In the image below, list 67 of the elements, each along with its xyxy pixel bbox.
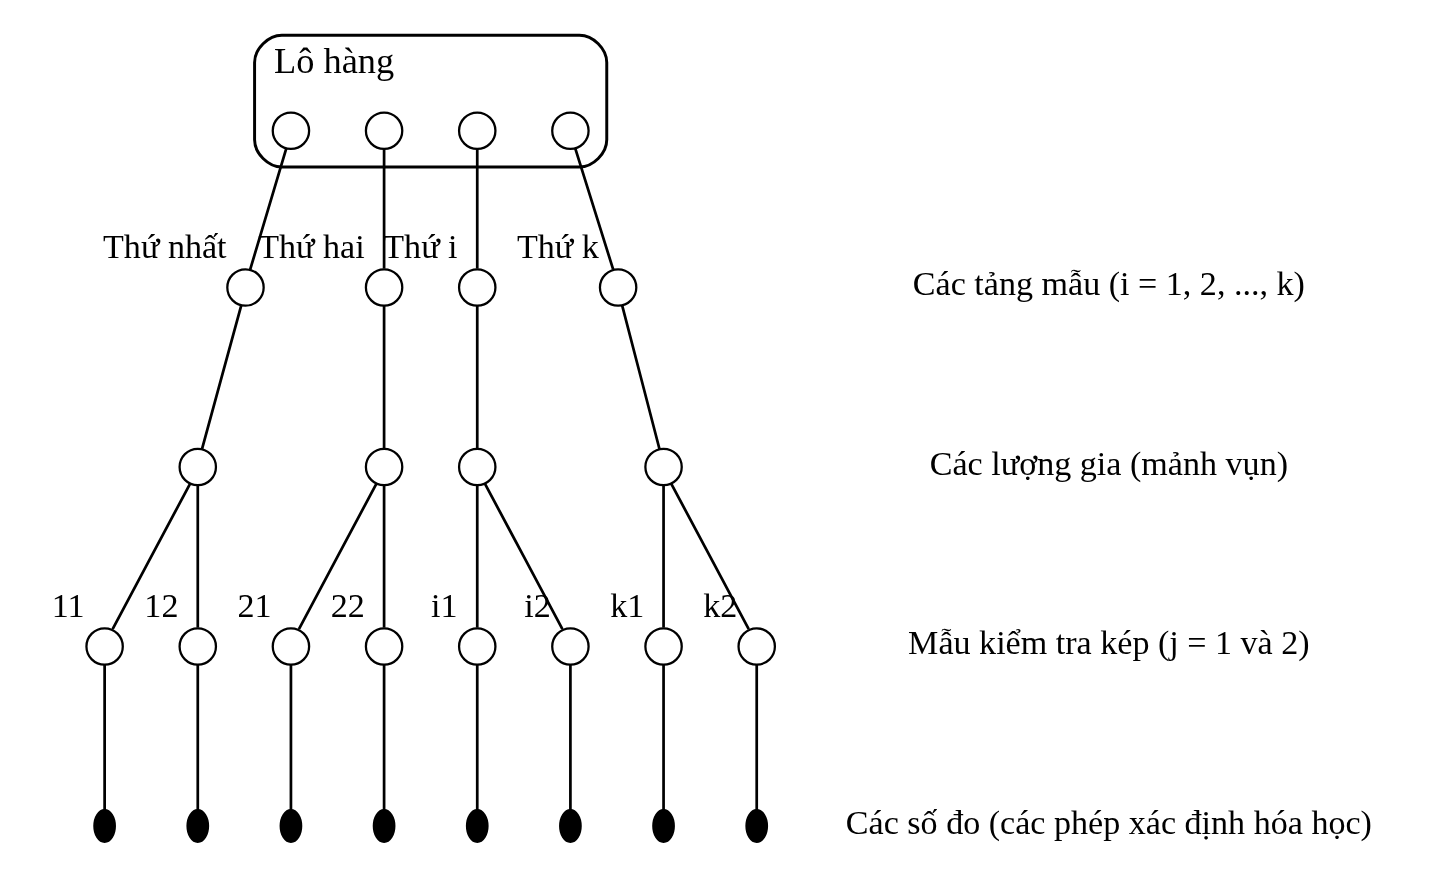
node-circle — [271, 111, 311, 151]
node-circle — [85, 627, 124, 666]
node-circle — [644, 627, 683, 666]
node-circle — [226, 268, 265, 307]
connector — [670, 482, 750, 630]
node-label: Thứ hai — [258, 227, 365, 265]
label: Mẫu kiểm tra kép (j = 1 và 2) — [908, 624, 1310, 662]
connector — [382, 305, 386, 449]
node-circle — [457, 111, 497, 151]
node-circle — [457, 447, 497, 487]
node-dot — [93, 808, 116, 844]
node-circle — [644, 447, 683, 487]
node-dot — [279, 808, 303, 844]
node-circle — [178, 627, 218, 666]
node-label: k1 — [610, 586, 645, 624]
connector — [569, 664, 572, 811]
node-label: Thứ nhất — [103, 227, 227, 265]
connector — [475, 485, 479, 628]
node-label: i1 — [431, 586, 458, 624]
connector — [475, 305, 479, 449]
node-circle — [551, 111, 590, 151]
label: Các lượng gia (mảnh vụn) — [929, 444, 1289, 482]
node-circle — [457, 627, 497, 666]
connector — [289, 664, 293, 811]
connector — [574, 148, 615, 270]
cluster: Lô hàng — [253, 33, 609, 169]
node-dot — [186, 808, 210, 844]
connector — [662, 664, 665, 811]
node-circle — [364, 111, 404, 151]
node-circle — [178, 447, 218, 487]
node-dot — [372, 808, 396, 844]
node-label: 11 — [51, 586, 85, 624]
connector — [475, 149, 479, 269]
connector — [103, 664, 106, 811]
connector — [200, 304, 243, 450]
connector — [755, 664, 759, 811]
connector — [196, 664, 200, 811]
node-label: 22 — [330, 586, 365, 624]
connector — [382, 149, 386, 269]
connector — [111, 482, 192, 630]
connector — [475, 664, 479, 811]
node-dot — [652, 808, 675, 844]
node-circle — [737, 627, 777, 666]
node-circle — [271, 627, 311, 666]
node-dot — [745, 808, 769, 844]
node-dot — [559, 808, 582, 844]
connector — [196, 485, 200, 628]
connector — [297, 482, 378, 630]
node-circle — [598, 268, 638, 307]
node-label: Thứ i — [383, 227, 458, 265]
node-circle — [364, 447, 404, 487]
connector — [248, 148, 288, 270]
node-label: Thứ k — [516, 227, 599, 265]
node-circle — [457, 268, 497, 307]
connector — [620, 304, 661, 450]
connector — [382, 664, 386, 811]
connector — [483, 482, 564, 630]
node-dot — [465, 808, 489, 844]
node-circle — [364, 627, 404, 666]
node-circle — [364, 268, 404, 307]
label: Các tảng mẫu (i = 1, 2, ..., k) — [912, 265, 1305, 303]
label: Các số đo (các phép xác định hóa học) — [845, 803, 1372, 841]
node-label: 12 — [144, 586, 179, 624]
connector — [662, 485, 665, 628]
node-label: 21 — [237, 586, 272, 624]
connector — [382, 485, 386, 628]
node-circle — [551, 627, 590, 666]
